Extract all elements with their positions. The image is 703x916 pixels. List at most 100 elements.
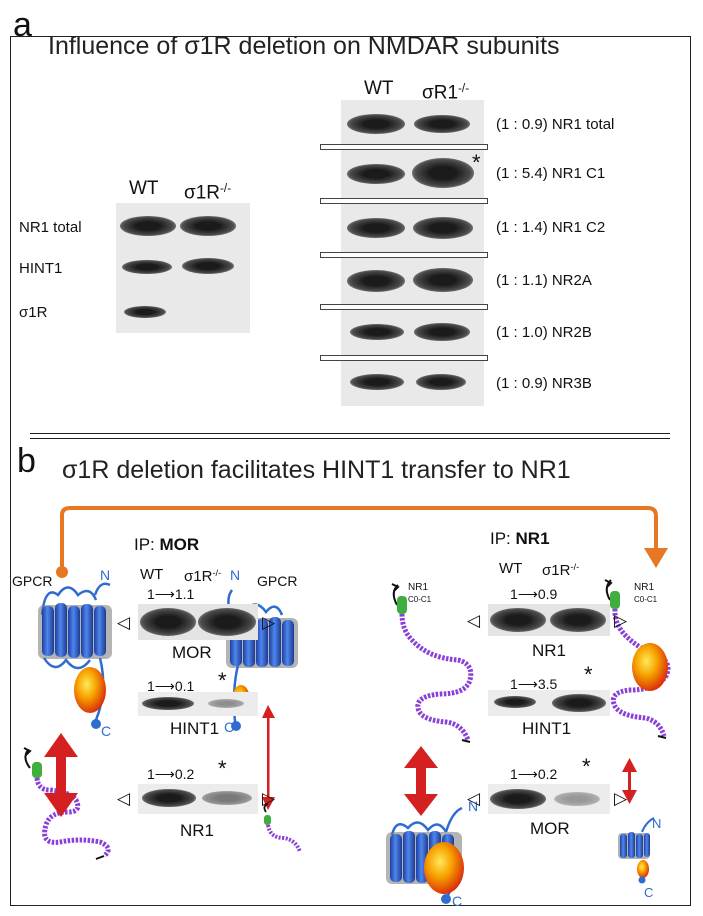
left-blot-row-label-2: σ1R bbox=[19, 304, 48, 321]
left-row2-arrow-right-icon: ▷ bbox=[262, 789, 276, 808]
right-row2-arrow-left-icon: ◁ bbox=[467, 789, 481, 808]
n-terminal-left: N bbox=[100, 567, 111, 583]
left-row0-arrow-left-icon: ◁ bbox=[117, 613, 131, 632]
c-terminal-mor-small: C bbox=[644, 885, 654, 900]
n-terminal-right-gpcr: N bbox=[230, 567, 241, 583]
panel-divider-bottom bbox=[30, 438, 670, 439]
mor-receptor-small bbox=[618, 817, 655, 884]
right-blot-col-wt: WT bbox=[364, 78, 394, 99]
left-row2-band-ko bbox=[202, 791, 252, 805]
nr1-right-left-chain bbox=[391, 583, 474, 743]
band-left-nr1-wt bbox=[120, 216, 176, 236]
band-left-hint1-wt bbox=[122, 260, 172, 274]
left-blot-col-wt: WT bbox=[129, 178, 159, 199]
band-r1-wt bbox=[347, 164, 405, 184]
band-left-hint1-ko bbox=[182, 258, 234, 274]
right-row2-band-wt bbox=[490, 789, 546, 809]
gpcr-label-right: GPCR bbox=[257, 573, 298, 589]
right-blot-ratio-5: (1 : 0.9) NR3B bbox=[496, 375, 592, 392]
nr1-c1-star: * bbox=[472, 150, 481, 175]
left-row2-arrow-left-icon: ◁ bbox=[117, 789, 131, 808]
left-large-double-arrow bbox=[44, 733, 78, 817]
right-large-double-arrow bbox=[404, 746, 438, 816]
band-r5-wt bbox=[350, 374, 404, 390]
right-row1-band-wt bbox=[494, 696, 536, 708]
right-blot-ratio-4: (1 : 1.0) NR2B bbox=[496, 324, 592, 341]
right-row0-band-wt bbox=[490, 608, 546, 632]
band-left-s1r-wt bbox=[124, 306, 166, 318]
left-row0-ratio: 1⟶1.1 bbox=[147, 586, 195, 602]
right-blot-ratio-1: (1 : 5.4) NR1 C1 bbox=[496, 165, 606, 182]
gpcr-left-receptor bbox=[38, 582, 112, 729]
gpcr-right-receptor bbox=[226, 589, 298, 731]
nr1-small-chain bbox=[263, 803, 302, 853]
right-col-wt: WT bbox=[499, 560, 523, 577]
right-row0-arrow-left-icon: ◁ bbox=[467, 611, 481, 630]
band-r4-ko bbox=[414, 323, 470, 341]
right-row1-band-ko bbox=[552, 694, 606, 712]
right-blot-ratio-3: (1 : 1.1) NR2A bbox=[496, 272, 592, 289]
separator-3 bbox=[320, 304, 488, 310]
band-r3-wt bbox=[347, 270, 405, 292]
nr1-right-name: NR1 bbox=[634, 582, 655, 593]
right-row0-label: NR1 bbox=[532, 641, 567, 660]
left-row0-band-wt bbox=[140, 608, 196, 636]
band-r1-ko bbox=[412, 158, 474, 188]
right-row0-ratio: 1⟶0.9 bbox=[510, 586, 558, 602]
separator-0 bbox=[320, 144, 488, 150]
band-r0-ko bbox=[414, 115, 470, 133]
left-row1-band-ko bbox=[208, 699, 244, 708]
right-blot-ratio-0: (1 : 0.9) NR1 total bbox=[496, 116, 615, 133]
right-col-ko: σ1R-/- bbox=[542, 562, 580, 580]
separator-4 bbox=[320, 355, 488, 361]
right-thin-double-arrow bbox=[622, 758, 637, 804]
band-r2-wt bbox=[347, 218, 405, 238]
right-row2-band-ko bbox=[554, 792, 600, 806]
n-terminal-mor-large: N bbox=[468, 798, 479, 814]
left-ip-label: IP: MOR bbox=[134, 535, 200, 554]
panel-a-title: Influence of σ1R deletion on NMDAR subun… bbox=[48, 32, 560, 60]
right-row2-arrow-right-icon: ▷ bbox=[614, 789, 628, 808]
c-terminal-right-gpcr: C bbox=[224, 719, 235, 735]
left-row1-label: HINT1 bbox=[170, 719, 220, 738]
left-row1-star: * bbox=[218, 668, 227, 693]
band-r0-wt bbox=[347, 114, 405, 134]
left-row1-ratio: 1⟶0.1 bbox=[147, 678, 195, 694]
right-blot-ratio-2: (1 : 1.4) NR1 C2 bbox=[496, 219, 606, 236]
nr1-left-chain bbox=[23, 747, 111, 860]
panel-b-letter: b bbox=[17, 442, 36, 480]
n-terminal-mor-small: N bbox=[652, 816, 662, 831]
left-row0-label: MOR bbox=[172, 643, 212, 662]
left-col-ko: σ1R-/- bbox=[184, 568, 222, 586]
left-row1-band-wt bbox=[142, 697, 194, 710]
right-row2-star: * bbox=[582, 754, 591, 779]
left-row2-ratio: 1⟶0.2 bbox=[147, 766, 195, 782]
c-terminal-left: C bbox=[101, 723, 112, 739]
nr1-left-name: NR1 bbox=[408, 582, 429, 593]
nr1-right-variant: C0-C1 bbox=[634, 595, 658, 604]
left-row0-arrow-right-icon: ▷ bbox=[262, 613, 276, 632]
left-blot-row-label-1: HINT1 bbox=[19, 260, 63, 277]
panel-a-letter: a bbox=[13, 6, 32, 44]
gpcr-label-left: GPCR bbox=[12, 573, 53, 589]
right-row1-star: * bbox=[584, 662, 593, 687]
band-left-nr1-ko bbox=[180, 216, 236, 236]
left-row2-star: * bbox=[218, 756, 227, 781]
transfer-arrow bbox=[56, 506, 668, 578]
c-terminal-mor-large: C bbox=[452, 893, 463, 909]
panel-b-title: σ1R deletion facilitates HINT1 transfer … bbox=[62, 456, 571, 484]
band-r4-wt bbox=[350, 324, 404, 340]
right-ip-label: IP: NR1 bbox=[490, 529, 550, 548]
right-row0-arrow-right-icon: ▷ bbox=[614, 611, 628, 630]
right-row2-ratio: 1⟶0.2 bbox=[510, 766, 558, 782]
left-thin-double-arrow bbox=[262, 705, 275, 810]
separator-1 bbox=[320, 198, 488, 204]
nr1-left-variant: C0-C1 bbox=[408, 595, 432, 604]
left-col-wt: WT bbox=[140, 566, 164, 583]
right-row2-label: MOR bbox=[530, 819, 570, 838]
nr1-right-right-chain bbox=[604, 579, 671, 739]
right-blot-col-ko: σR1-/- bbox=[422, 82, 470, 104]
left-blot-col-ko: σ1R-/- bbox=[184, 182, 232, 204]
right-row0-band-ko bbox=[550, 608, 606, 632]
right-row1-label: HINT1 bbox=[522, 719, 572, 738]
